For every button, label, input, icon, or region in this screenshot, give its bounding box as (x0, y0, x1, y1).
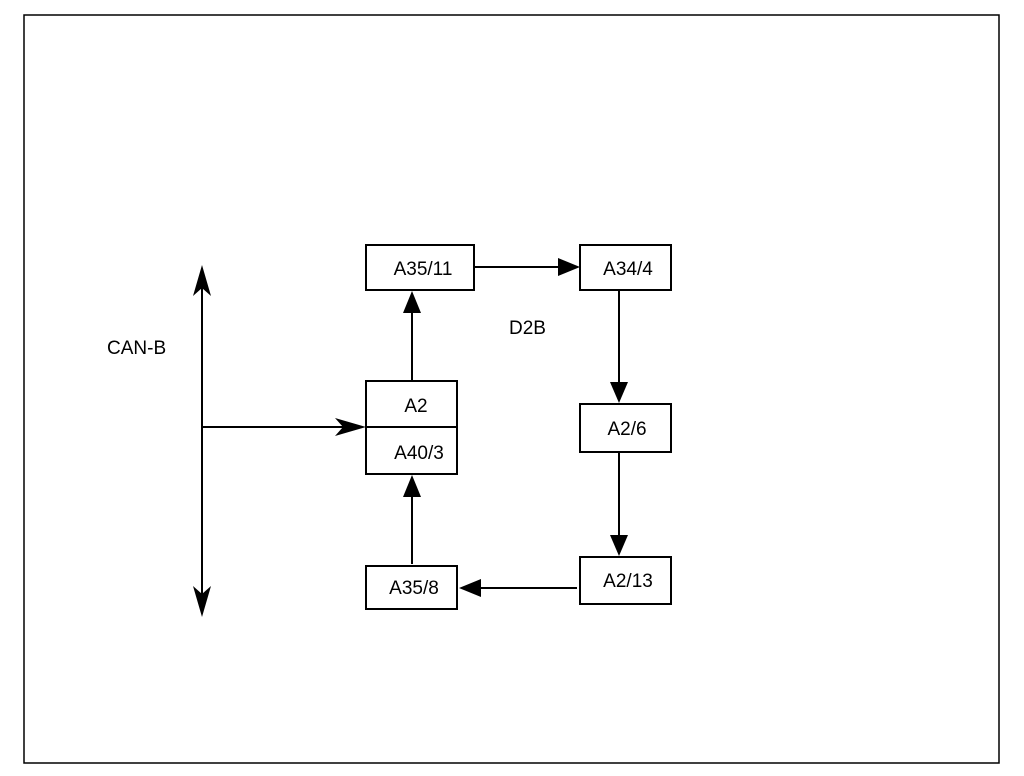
node-a2-6: A2/6 (579, 403, 672, 453)
node-a35-8-label: A35/8 (389, 578, 439, 599)
a2-13-to-a35-8-arrowhead (459, 579, 481, 597)
a35-11-to-a34-4-arrowhead (558, 258, 580, 276)
node-a40-3-label: A40/3 (394, 443, 444, 464)
a2-to-a35-11-arrowhead (403, 291, 421, 313)
node-a35-11-label: A35/11 (394, 259, 453, 280)
d2b-label: D2B (509, 318, 546, 339)
node-a2-label: A2 (404, 396, 427, 417)
diagram-frame (23, 14, 1000, 764)
node-a2-6-label: A2/6 (607, 419, 646, 440)
can-b-to-a2-arrowhead (335, 418, 366, 436)
can-b-bus-bottom-arrowhead (193, 586, 211, 617)
node-a35-8: A35/8 (365, 565, 458, 610)
node-a35-11: A35/11 (365, 244, 475, 291)
node-a2-13: A2/13 (579, 556, 672, 605)
node-a34-4-label: A34/4 (603, 259, 653, 280)
a2-6-to-a2-13-arrowhead (610, 535, 628, 556)
can-b-label: CAN-B (107, 338, 166, 359)
node-a2-13-label: A2/13 (603, 571, 653, 592)
can-b-bus-top-arrowhead (193, 265, 211, 296)
a35-8-to-a40-3-arrowhead (403, 475, 421, 497)
a34-4-to-a2-6-arrowhead (610, 382, 628, 403)
node-a34-4: A34/4 (579, 244, 672, 291)
node-a2-a40-3: A2 A40/3 (365, 380, 458, 475)
